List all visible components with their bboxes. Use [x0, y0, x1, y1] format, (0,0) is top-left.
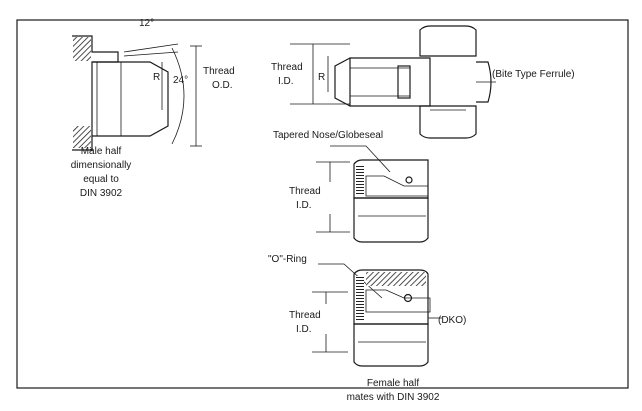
tapered-seal-ball — [405, 176, 413, 184]
label-bite-thread-2: I.D. — [278, 76, 294, 87]
bite-ferrule-drawing — [290, 25, 496, 139]
bite-ferrule-ring — [397, 65, 411, 99]
oring-nose-hatch — [365, 289, 431, 313]
label-tapered-caption: Tapered Nose/Globeseal — [273, 130, 383, 141]
label-angle-24: 24° — [173, 75, 188, 86]
male-thread-section — [96, 61, 122, 137]
label-angle-12: 12° — [139, 18, 154, 29]
label-female-caption-1: Female half — [367, 378, 419, 389]
male-half-drawing — [72, 35, 202, 151]
label-oring-thread-1: Thread — [289, 310, 321, 321]
label-male-caption-3: equal to — [83, 174, 119, 185]
label-male-caption-1: Male half — [81, 146, 122, 157]
male-hex-hatch-bottom — [73, 126, 91, 148]
label-tapered-thread-2: I.D. — [296, 200, 312, 211]
label-male-caption-2: dimensionally — [71, 160, 132, 171]
label-oring-caption: "O"-Ring — [268, 254, 307, 265]
bite-ferrule-cone — [334, 57, 351, 107]
angle-12-line-a — [123, 43, 179, 53]
oring-nut-outline — [353, 269, 429, 325]
oring-leader — [318, 263, 383, 299]
label-bite-r: R — [318, 72, 325, 83]
label-thread-od-2: O.D. — [212, 80, 233, 91]
label-dko-caption: (DKO) — [438, 315, 466, 326]
bite-nut-bottom — [419, 105, 477, 139]
tapered-nose-drawing — [316, 145, 429, 243]
tapered-thread — [356, 166, 364, 196]
tapered-nose-hatch — [365, 175, 429, 197]
bite-nut-top — [419, 25, 477, 57]
angle-12-line-b — [123, 51, 179, 57]
oring-drawing — [312, 263, 442, 367]
male-body-outline — [72, 35, 119, 151]
tapered-nut-outline — [353, 159, 429, 199]
label-oring-thread-2: I.D. — [296, 324, 312, 335]
bite-body — [349, 57, 431, 107]
label-tapered-thread-1: Thread — [289, 186, 321, 197]
oring-nut-bottom — [353, 323, 429, 367]
label-thread-od-1: Thread — [203, 66, 235, 77]
label-r-male: R — [153, 72, 160, 83]
bite-inner-bore — [350, 67, 411, 97]
tapered-nut-bottom — [353, 197, 429, 243]
male-hex-hatch-top — [73, 37, 91, 61]
label-bite-caption: (Bite Type Ferrule) — [492, 69, 575, 80]
label-female-caption-2: mates with DIN 3902 — [347, 392, 440, 403]
oring-nut-hatch — [366, 272, 426, 286]
oring-seal-ring — [403, 293, 413, 303]
label-bite-thread-1: Thread — [271, 62, 303, 73]
oring-thread — [356, 276, 364, 322]
frame-border — [16, 19, 629, 389]
tapered-leader — [330, 145, 391, 173]
label-male-caption-4: DIN 3902 — [80, 188, 123, 199]
male-cone — [130, 61, 169, 137]
angle-24-arc — [171, 47, 185, 145]
